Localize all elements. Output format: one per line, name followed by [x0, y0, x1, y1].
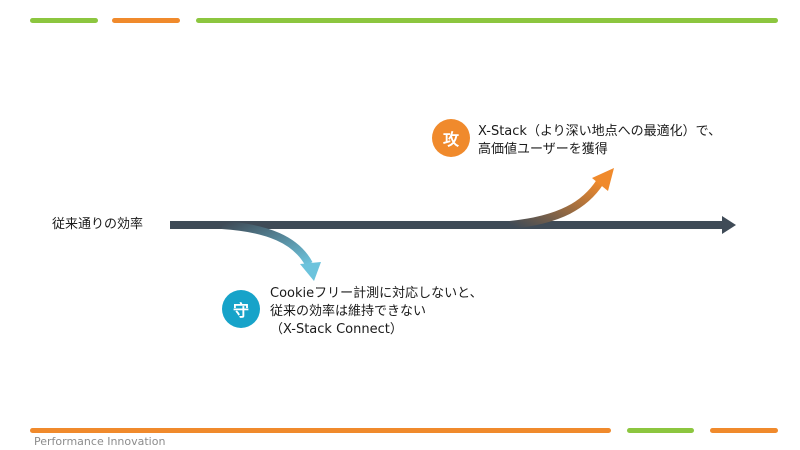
top-bar-green-short — [30, 18, 98, 23]
defend-text-line2: 従来の効率は維持できない — [270, 304, 427, 319]
bottom-bar-green-short — [627, 428, 694, 433]
attack-curve-arrow — [509, 168, 614, 229]
attack-badge: 攻 — [432, 119, 470, 157]
top-bar-green-long — [196, 18, 778, 23]
defend-text-line3: （X-Stack Connect） — [270, 322, 403, 337]
bottom-bar-orange-short — [710, 428, 778, 433]
attack-text-line1: X-Stack（より深い地点への最適化）で、 — [478, 124, 722, 139]
defend-badge: 守 — [222, 290, 260, 328]
attack-text-line2: 高価値ユーザーを獲得 — [478, 142, 608, 157]
main-efficiency-arrow — [170, 216, 736, 234]
top-bar-orange-short — [112, 18, 180, 23]
defend-text-line1: Cookieフリー計測に対応しないと、 — [270, 286, 483, 301]
footer-text: Performance Innovation — [34, 435, 166, 448]
main-line-label: 従来通りの効率 — [52, 217, 144, 232]
defend-curve-arrow — [221, 221, 321, 281]
bottom-bar-orange-long — [30, 428, 611, 433]
